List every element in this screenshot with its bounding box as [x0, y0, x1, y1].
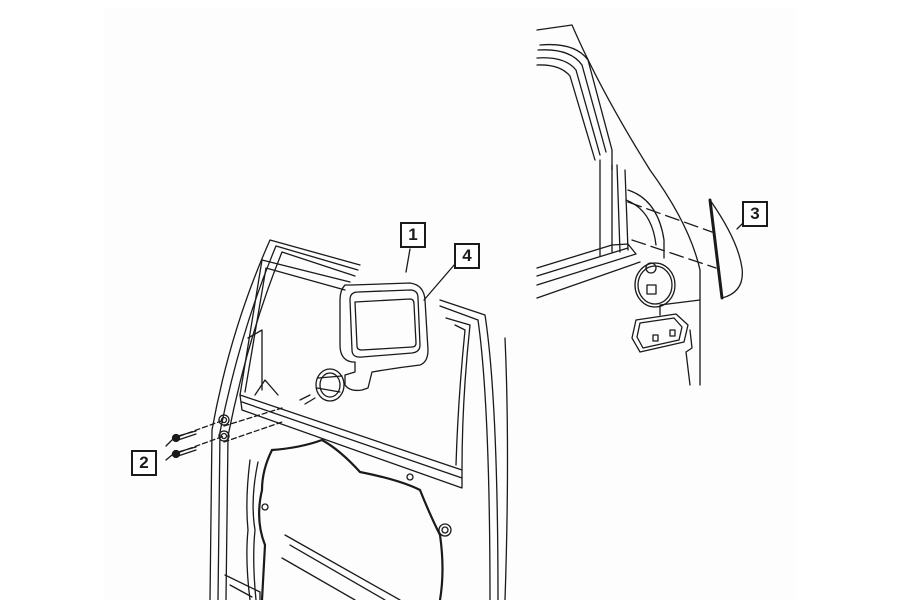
callout-4: 4: [454, 243, 480, 269]
callout-2: 2: [131, 450, 157, 476]
part-3-gasket: [708, 198, 743, 300]
callout-leaders: [165, 223, 743, 461]
callout-3: 3: [742, 201, 768, 227]
part-2-screws: [171, 430, 197, 459]
main-door-assembly: [179, 239, 509, 600]
part-1-mirror-housing: [299, 282, 429, 405]
inset-door-frame: [536, 24, 717, 386]
part-4-mirror-glass: [354, 298, 417, 351]
callout-1: 1: [400, 222, 426, 248]
